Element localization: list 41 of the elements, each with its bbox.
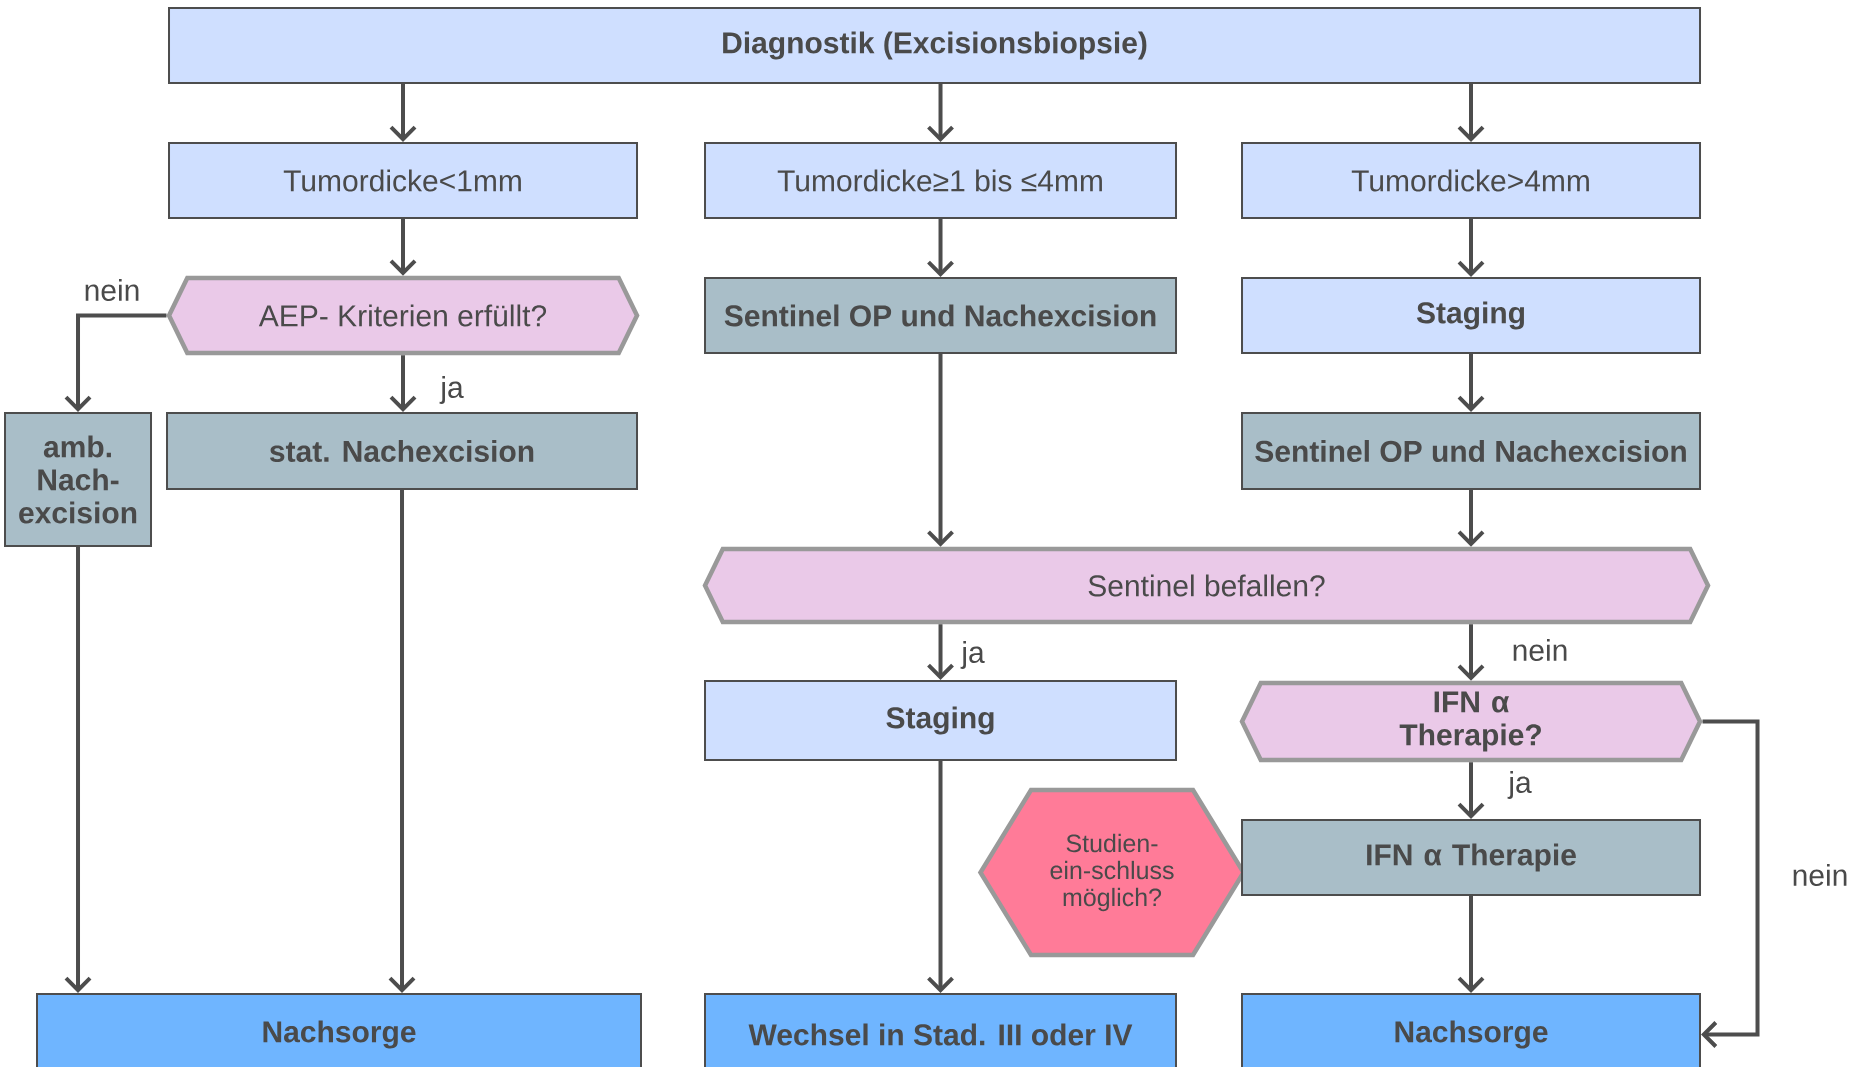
process-box: Staging	[704, 680, 1177, 761]
arrow	[927, 354, 954, 547]
arrow	[927, 761, 954, 993]
edge-label: nein	[82, 278, 142, 302]
process-box: IFN α Therapie	[1241, 819, 1701, 896]
arrow	[1457, 896, 1485, 993]
arrow	[389, 219, 417, 276]
process-box: Tumordicke>4mm	[1241, 142, 1701, 219]
edge-label: ja	[1507, 770, 1533, 800]
arrow	[64, 547, 92, 993]
decision-hexagon: IFN α Therapie?	[1239, 680, 1703, 763]
arrow	[389, 355, 417, 412]
arrow	[927, 219, 954, 277]
process-box: Sentinel OP und Nachexcision	[1241, 412, 1701, 490]
edge-label: nein	[1510, 638, 1570, 662]
process-box: Tumordicke≥1 bis ≤4mm	[704, 142, 1177, 219]
arrow	[388, 490, 416, 993]
process-box: Sentinel OP und Nachexcision	[704, 277, 1177, 354]
edge-label: nein	[1790, 863, 1850, 887]
arrow	[927, 84, 954, 142]
process-box: Tumordicke<1mm	[168, 142, 638, 219]
process-box: Wechsel in Stad. III oder IV	[704, 993, 1177, 1067]
arrow	[1457, 354, 1485, 412]
process-box: Diagnostik (Excisionsbiopsie)	[168, 7, 1701, 84]
arrow	[389, 84, 417, 142]
edge-label: ja	[439, 375, 465, 405]
arrow	[1457, 624, 1485, 681]
process-box: Nachsorge	[1241, 993, 1701, 1067]
arrow	[1457, 219, 1485, 277]
arrow	[1457, 84, 1485, 142]
edge-label: ja	[960, 640, 986, 670]
arrow	[64, 313, 167, 412]
process-box: amb. Nach-excision	[4, 412, 152, 547]
arrow	[927, 624, 954, 680]
process-box: Nachsorge	[36, 993, 642, 1067]
arrow	[1457, 762, 1485, 819]
arrow	[1457, 490, 1485, 547]
decision-hexagon: AEP- Kriterien erfüllt?	[166, 275, 640, 356]
process-box: stat. Nachexcision	[166, 412, 638, 490]
arrow	[1701, 719, 1760, 1048]
process-box: Staging	[1241, 277, 1701, 354]
